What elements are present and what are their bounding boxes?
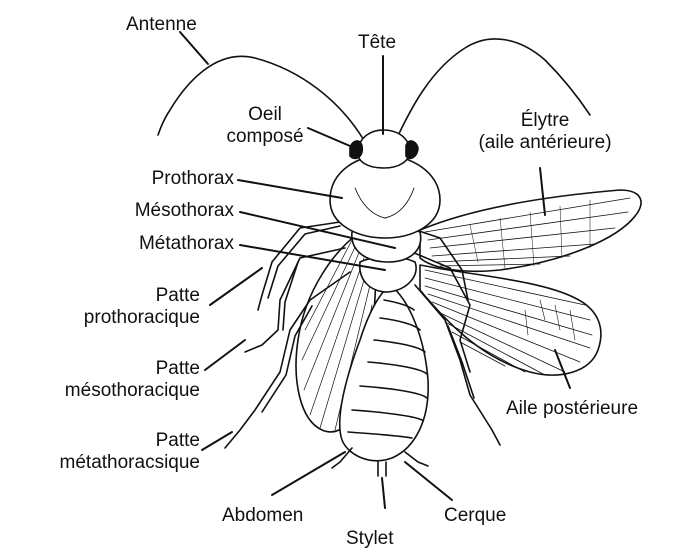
label-oeil-line2: composé <box>225 126 305 148</box>
label-patte-mesothoracique: Patte mésothoracique <box>10 358 200 402</box>
label-aile-posterieure: Aile postérieure <box>506 398 638 420</box>
label-patte-meta-line2: métathoracsique <box>10 452 200 474</box>
label-oeil-line1: Oeil <box>225 104 305 126</box>
label-metathorax: Métathorax <box>90 233 234 255</box>
label-elytre: Élytre (aile antérieure) <box>440 110 650 154</box>
label-tete: Tête <box>358 32 396 54</box>
label-patte-prothoracique: Patte prothoracique <box>40 285 200 329</box>
label-elytre-line1: Élytre <box>440 110 650 132</box>
label-patte-meso-line2: mésothoracique <box>10 380 200 402</box>
label-oeil-compose: Oeil composé <box>225 104 305 148</box>
label-cerque: Cerque <box>444 505 506 527</box>
label-patte-meso-line1: Patte <box>10 358 200 380</box>
label-stylet: Stylet <box>346 528 394 550</box>
label-abdomen: Abdomen <box>222 505 303 527</box>
forewing-right <box>420 190 641 271</box>
compound-eye-right <box>406 141 418 159</box>
compound-eye-left <box>350 141 362 158</box>
label-patte-metathoracsique: Patte métathoracsique <box>10 430 200 474</box>
label-patte-pro-line1: Patte <box>40 285 200 307</box>
label-antenne: Antenne <box>126 14 197 36</box>
hind-wing <box>420 265 601 375</box>
label-patte-pro-line2: prothoracique <box>40 307 200 329</box>
label-patte-meta-line1: Patte <box>10 430 200 452</box>
label-mesothorax: Mésothorax <box>90 200 234 222</box>
label-elytre-line2: (aile antérieure) <box>440 132 650 154</box>
label-prothorax: Prothorax <box>90 168 234 190</box>
head-body <box>358 130 410 168</box>
